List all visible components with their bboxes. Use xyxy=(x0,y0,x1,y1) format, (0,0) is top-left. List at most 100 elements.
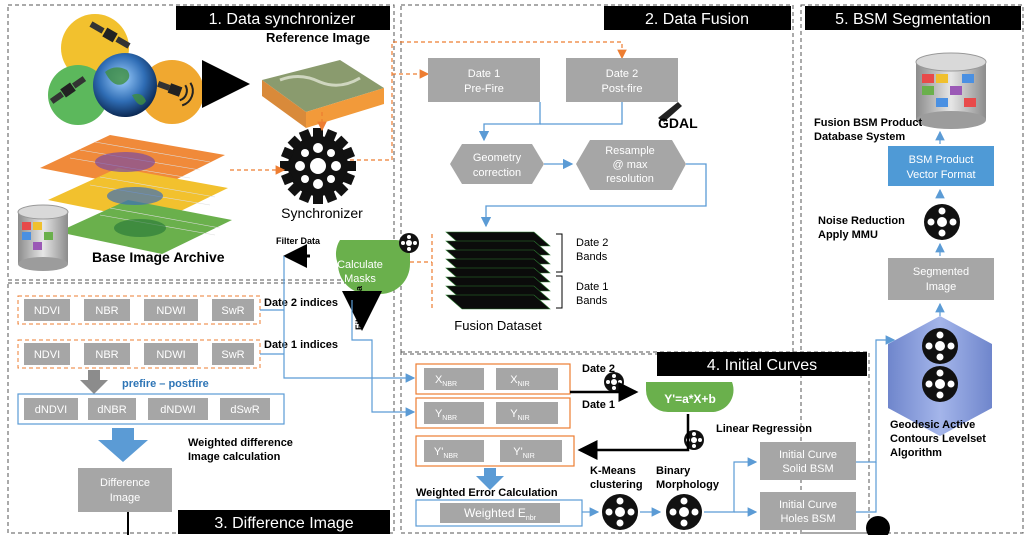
satellite-icon xyxy=(49,76,87,104)
svg-text:XNIR: XNIR xyxy=(510,374,529,388)
svg-text:Holes BSM: Holes BSM xyxy=(780,513,835,525)
synchronizer-label: Synchronizer xyxy=(281,205,363,221)
weighted-e-box: Weighted Enbr xyxy=(440,503,560,523)
satellite-cluster xyxy=(48,14,204,125)
initial-curve-solid-box: Initial Curve Solid BSM xyxy=(760,442,856,480)
svg-text:resolution: resolution xyxy=(606,173,654,185)
row2-indices: NDVI NBR NDWI SwR xyxy=(24,343,254,365)
row3-frame xyxy=(17,393,285,425)
masks-gear-icon xyxy=(399,233,419,253)
svg-text:dNDWI: dNDWI xyxy=(160,404,195,416)
weighted-e-frame xyxy=(415,499,583,527)
svg-text:YNIR: YNIR xyxy=(510,408,529,422)
weighted-diff-label-2: Image calculation xyxy=(188,451,281,463)
regression-node: Y'=a*X+b xyxy=(646,382,734,413)
y-boxes: YNBR YNIR xyxy=(424,402,558,424)
svg-text:Initial Curve: Initial Curve xyxy=(779,449,837,461)
svg-text:1. Data synchronizer: 1. Data synchronizer xyxy=(209,11,356,28)
weighted-diff-label-1: Weighted difference xyxy=(188,437,293,449)
geodesic-label-2: Contours Levelset xyxy=(890,433,986,445)
gdal-logo: GDAL xyxy=(658,102,698,131)
binary-label-2: Morphology xyxy=(656,479,720,491)
fusion-dataset-label: Fusion Dataset xyxy=(454,318,542,333)
svg-text:Difference: Difference xyxy=(100,477,150,489)
panel1-title: 1. Data synchronizer xyxy=(176,6,390,30)
svg-text:BSM Product: BSM Product xyxy=(909,154,974,166)
svg-text:Post-fire: Post-fire xyxy=(602,83,643,95)
green-circle xyxy=(48,65,108,125)
satellite-icon xyxy=(89,21,131,49)
reference-image-icon xyxy=(262,60,384,128)
svg-text:5. BSM Segmentation: 5. BSM Segmentation xyxy=(835,11,991,28)
database-icon xyxy=(17,204,69,271)
band-brackets xyxy=(556,233,563,309)
base-archive-label: Base Image Archive xyxy=(92,249,225,265)
orange-connectors xyxy=(230,41,627,175)
base-layers-icon xyxy=(40,135,232,254)
reference-image-label: Reference Image xyxy=(266,30,370,45)
geodesic-label-3: Algorithm xyxy=(890,447,942,459)
bands-to-masks-connectors xyxy=(410,234,433,308)
svg-text:Y'NBR: Y'NBR xyxy=(434,446,458,460)
date2-indices-label: Date 2 indices xyxy=(264,297,338,309)
binary-to-solid-arrow xyxy=(704,457,758,513)
calculate-masks-node: Calculate Masks xyxy=(335,240,410,294)
svg-text:Date 1: Date 1 xyxy=(468,68,500,80)
resample-to-fusion-connector xyxy=(480,163,707,228)
binary-label-1: Binary xyxy=(656,465,691,477)
kmeans-label-2: clustering xyxy=(590,479,643,491)
curves-date1-label: Date 1 xyxy=(582,399,615,411)
binary-gear-icon xyxy=(666,494,702,530)
satellite-icon xyxy=(157,81,194,107)
geodesic-label-1: Geodesic Active xyxy=(890,419,975,431)
svg-text:Y'NIR: Y'NIR xyxy=(513,446,535,460)
svg-text:Bands: Bands xyxy=(576,251,608,263)
svg-text:NBR: NBR xyxy=(95,349,118,361)
panel3-title: 3. Difference Image xyxy=(178,510,390,534)
svg-text:GDAL: GDAL xyxy=(658,115,698,131)
date-to-geometry-connector xyxy=(478,102,541,142)
svg-text:dNDVI: dNDVI xyxy=(35,404,67,416)
date1-indices-label: Date 1 indices xyxy=(264,339,338,351)
database-label-1: Fusion BSM Product xyxy=(814,117,923,129)
date2-bands-label: Date 2 xyxy=(576,237,608,249)
panel4-border xyxy=(400,351,870,534)
svg-text:Weighted Enbr: Weighted Enbr xyxy=(464,506,537,522)
svg-text:SwR: SwR xyxy=(221,349,244,361)
svg-text:Image: Image xyxy=(926,281,957,293)
weighted-error-arrow xyxy=(476,468,504,490)
database-label-2: Database System xyxy=(814,131,905,143)
curves-gear-icon xyxy=(604,372,624,392)
difference-image-box: Difference Image xyxy=(78,468,172,512)
bsm-database-icon xyxy=(915,52,987,129)
curves-date2-label: Date 2 xyxy=(582,363,615,375)
svg-text:correction: correction xyxy=(473,167,521,179)
svg-text:Masks: Masks xyxy=(344,273,376,285)
prefire-postfire-label: prefire – postfire xyxy=(122,378,209,390)
svg-text:Vector Format: Vector Format xyxy=(906,169,975,181)
noise-label-1: Noise Reduction xyxy=(818,215,905,227)
svg-text:NDVI: NDVI xyxy=(34,349,60,361)
date1-box: Date 1 Pre-Fire xyxy=(428,58,540,102)
masks-connectors xyxy=(260,256,416,417)
svg-text:Resample: Resample xyxy=(605,145,655,157)
x-boxes: XNBR XNIR xyxy=(424,368,558,390)
svg-text:3. Difference Image: 3. Difference Image xyxy=(214,515,353,532)
panel1-border xyxy=(7,4,395,281)
svg-text:Geometry: Geometry xyxy=(473,152,522,164)
svg-text:Pre-Fire: Pre-Fire xyxy=(464,83,504,95)
blue-down-arrow xyxy=(98,428,148,462)
svg-text:NBR: NBR xyxy=(95,305,118,317)
gray-down-arrow xyxy=(80,370,108,394)
svg-text:dSwR: dSwR xyxy=(230,404,259,416)
kmeans-label-1: K-Means xyxy=(590,465,636,477)
noise-label-2: Apply MMU xyxy=(818,229,878,241)
fusion-dataset-stack xyxy=(445,231,551,310)
weighted-error-calc-label: Weighted Error Calculation xyxy=(416,487,558,499)
panel2-border xyxy=(400,4,794,355)
end-dot xyxy=(866,516,890,535)
svg-text:Calculate: Calculate xyxy=(337,259,383,271)
date2-box: Date 2 Post-fire xyxy=(566,58,678,102)
filter-data-label: Filter Data xyxy=(276,236,321,246)
